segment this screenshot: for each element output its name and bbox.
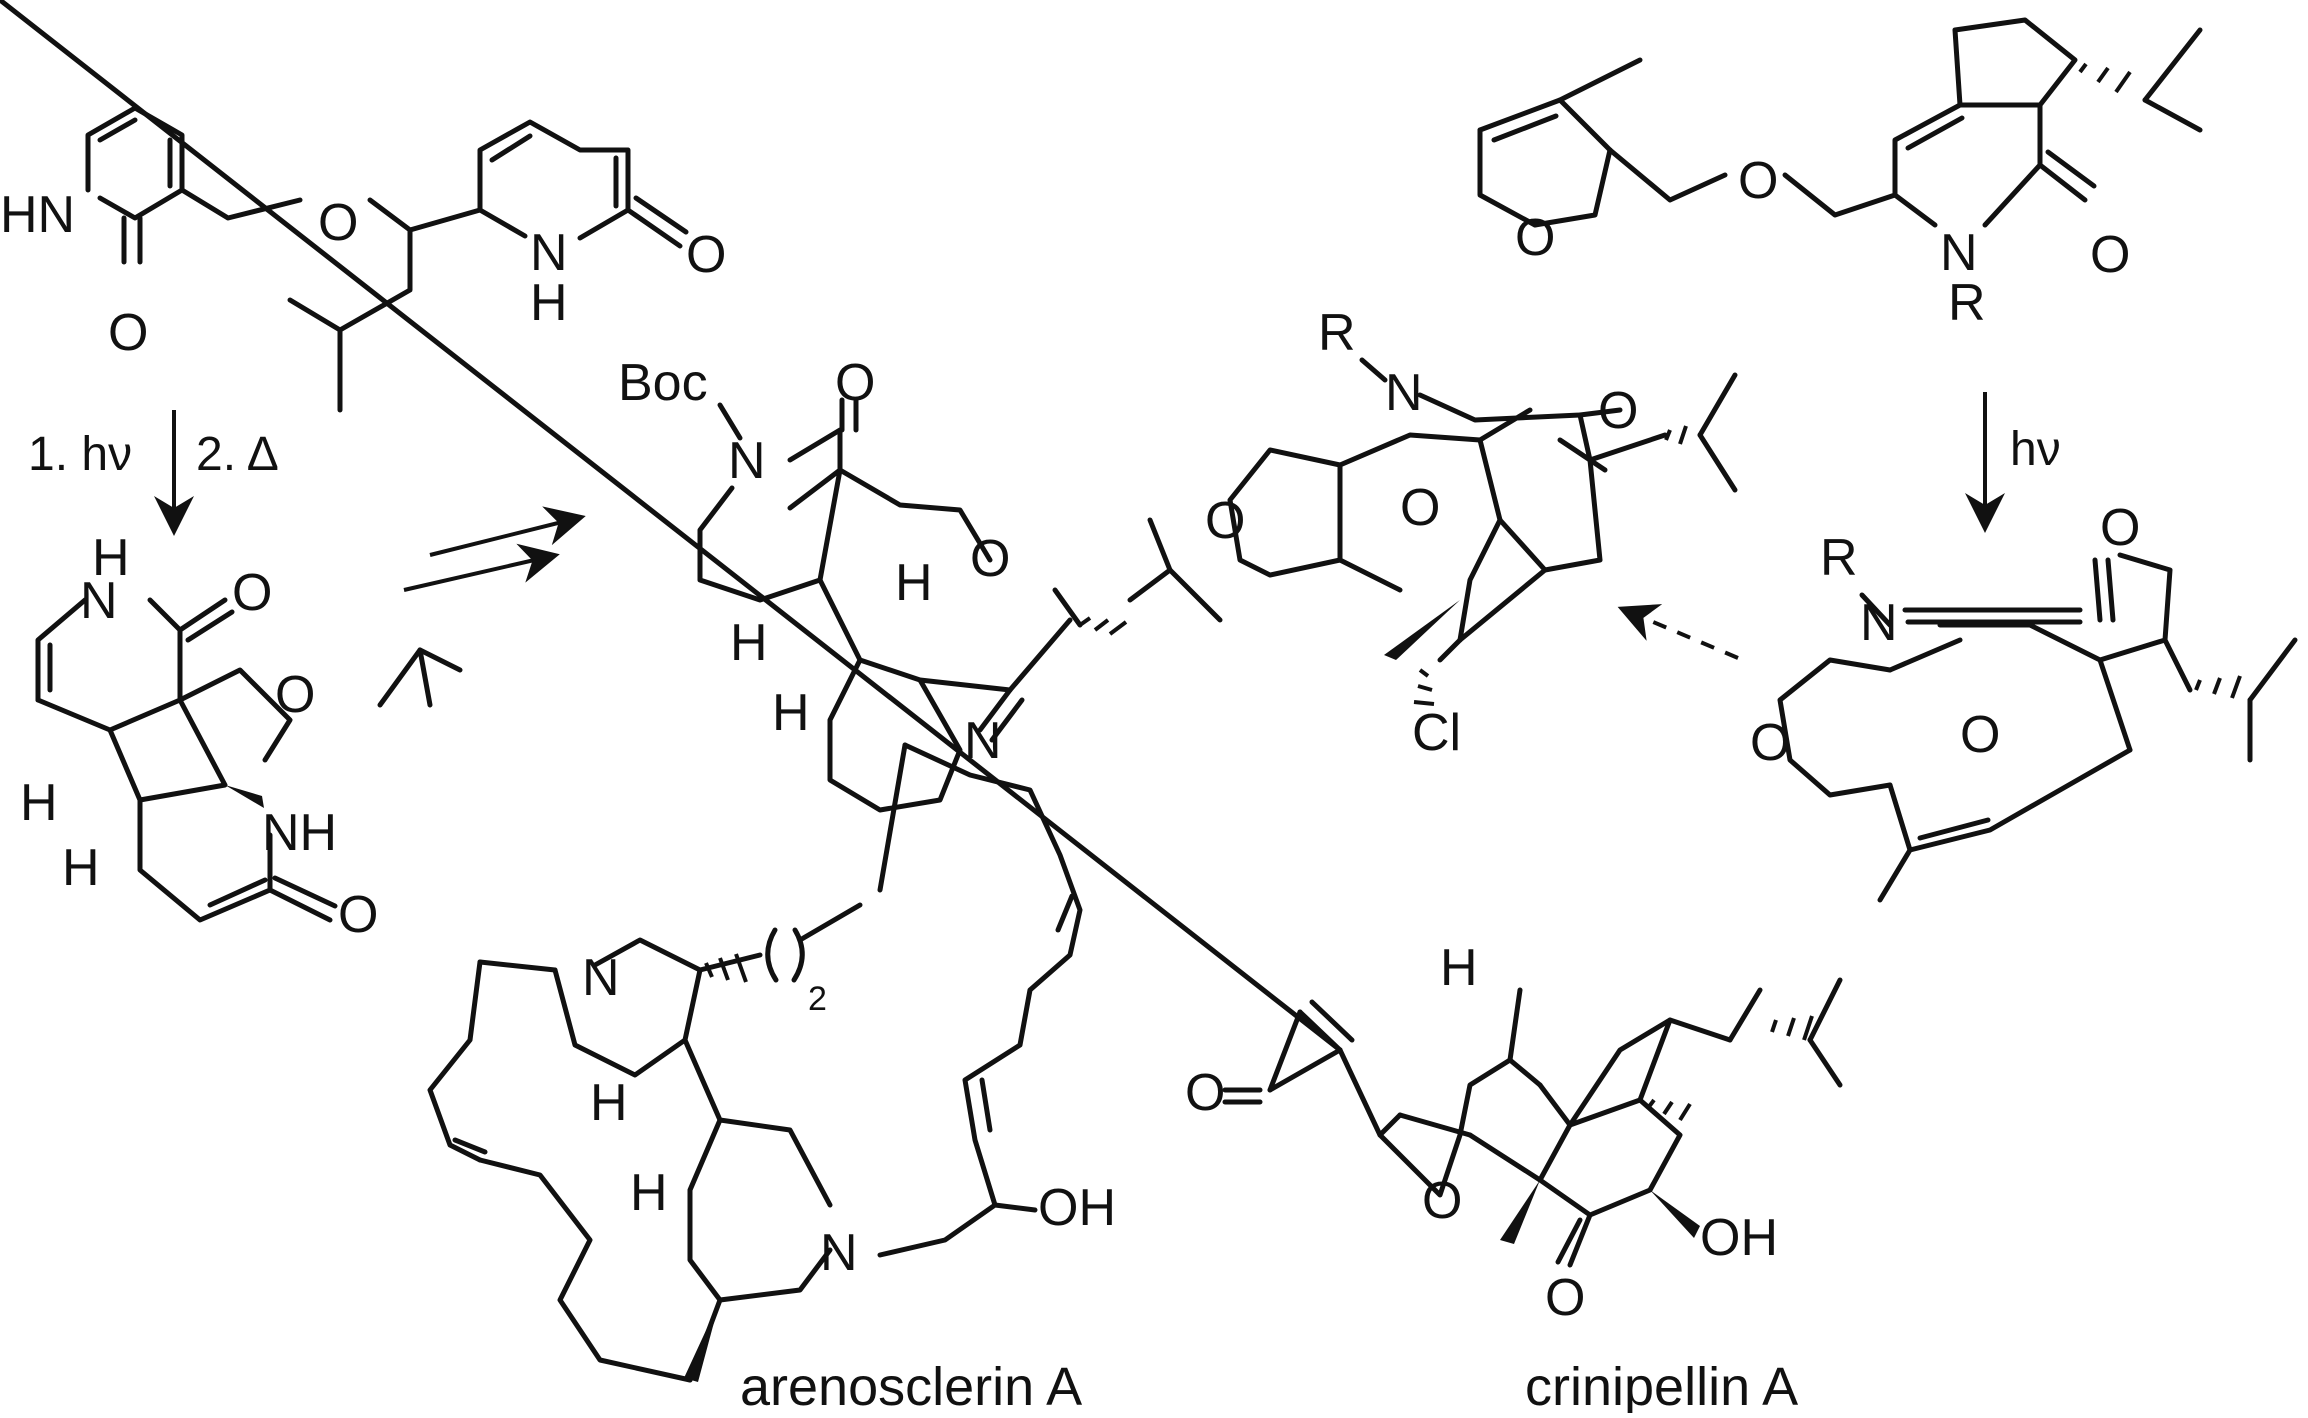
- label-o: O: [1422, 1172, 1462, 1230]
- label-h: H: [92, 529, 130, 587]
- label-n: N: [728, 432, 766, 490]
- hashed-bonds: [2078, 62, 2132, 94]
- label-o: O: [970, 530, 1010, 588]
- label-o: O: [1960, 706, 2000, 764]
- condition-step2: 2. Δ: [196, 428, 279, 481]
- label-subscript-2: 2: [808, 980, 827, 1018]
- hashed-bonds: [1078, 616, 1128, 636]
- arenosclerin-a-structure: [427, 742, 1083, 1383]
- furan-pyridone-substrate: [1477, 17, 2203, 228]
- label-o: O: [835, 354, 875, 412]
- label-o: O: [2090, 226, 2130, 284]
- hashed-bonds: [2194, 675, 2242, 699]
- label-o: O: [1205, 492, 1245, 550]
- label-n: N: [80, 572, 118, 630]
- label-n: N: [1860, 594, 1898, 652]
- label-n: N: [582, 949, 620, 1007]
- label-o: O: [1750, 714, 1790, 772]
- label-h: H: [62, 839, 100, 897]
- stereo-wedge: [1650, 1190, 1700, 1238]
- label-o: O: [2100, 499, 2140, 557]
- label-o: O: [1400, 479, 1440, 537]
- label-n: N: [1385, 364, 1423, 422]
- label-h: H: [590, 1074, 628, 1132]
- label-o: O: [1185, 1064, 1225, 1122]
- compound-name-crinipellin: crinipellin A: [1525, 1357, 1798, 1413]
- compound-name-arenosclerin: arenosclerin A: [740, 1357, 1082, 1413]
- reaction-arrow: [403, 543, 560, 592]
- label-h: H: [530, 274, 568, 332]
- label-o: O: [1515, 209, 1555, 267]
- label-o: O: [108, 304, 148, 362]
- bracket: [791, 927, 805, 983]
- boc-lactam-intermediate: [697, 397, 1223, 813]
- cyclobutane-photoadduct: [35, 597, 463, 923]
- label-o: O: [275, 666, 315, 724]
- label-nh: NH: [262, 804, 337, 862]
- label-o: O: [1545, 1269, 1585, 1327]
- hashed-bonds: [1646, 1015, 1814, 1122]
- label-n: N: [820, 1224, 858, 1282]
- bracket: [765, 927, 779, 983]
- label-boc: Boc: [618, 354, 708, 412]
- stereo-wedge: [225, 785, 264, 808]
- label-oh: OH: [1700, 1209, 1778, 1267]
- label-hn: HN: [0, 186, 75, 244]
- label-h: H: [1440, 939, 1478, 997]
- label-o: O: [338, 886, 378, 944]
- hashed-bonds: [704, 953, 748, 983]
- label-o: O: [318, 194, 358, 252]
- label-o: O: [1738, 152, 1778, 210]
- proposed-arrow: [1617, 604, 1739, 660]
- label-h: H: [20, 774, 58, 832]
- label-r: R: [1948, 274, 1986, 332]
- label-n: N: [1940, 224, 1978, 282]
- label-h: H: [772, 684, 810, 742]
- label-oh: OH: [1038, 1179, 1116, 1237]
- bis-pyridone-substrate: [85, 105, 689, 413]
- stereo-wedge: [684, 1300, 720, 1382]
- label-n: N: [530, 224, 568, 282]
- condition-step1: 1. hν: [28, 428, 132, 481]
- label-h: H: [730, 614, 768, 672]
- cycloocta-photoproduct: [1777, 552, 2298, 903]
- crinipellin-a-structure: [0, 0, 1843, 1268]
- label-r: R: [1318, 304, 1356, 362]
- reaction-arrow: [429, 506, 586, 557]
- stereo-wedge: [1384, 600, 1460, 660]
- condition-photo: hν: [2010, 423, 2061, 476]
- chloro-cage-product: [1227, 357, 1738, 663]
- label-o: O: [232, 564, 272, 622]
- label-h: H: [630, 1164, 668, 1222]
- label-cl: Cl: [1412, 704, 1461, 762]
- label-r: R: [1820, 529, 1858, 587]
- stereo-wedge: [1500, 1180, 1540, 1244]
- label-o: O: [1598, 382, 1638, 440]
- label-o: O: [686, 226, 726, 284]
- label-h: H: [895, 554, 933, 612]
- hashed-bonds: [1413, 425, 1688, 706]
